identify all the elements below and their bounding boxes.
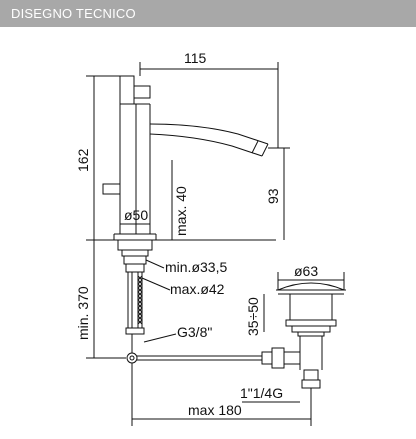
technical-drawing: 115 162 93 max. 40 ø50 min.ø33,5 max.ø42… <box>75 50 346 426</box>
pull-rod <box>126 334 262 372</box>
dim-spout-height: 93 <box>265 188 281 204</box>
section-header: DISEGNO TECNICO <box>0 0 416 27</box>
dim-body-height: 162 <box>75 148 91 172</box>
dim-waste-diameter: ø63 <box>294 263 318 279</box>
section-title: DISEGNO TECNICO <box>11 6 136 21</box>
spout <box>149 123 269 157</box>
dim-max-40: max. 40 <box>173 186 189 236</box>
dim-waste-thread: 1"1/4G <box>240 385 283 401</box>
dim-max-180: max 180 <box>188 402 242 418</box>
dim-spout-reach: 115 <box>184 50 207 66</box>
dim-min-370: min. 370 <box>75 286 91 340</box>
dim-hose-thread: G3/8" <box>177 324 212 340</box>
dim-waste-range: 35÷50 <box>245 297 261 336</box>
waste-assembly <box>261 282 346 389</box>
dim-min-hole: min.ø33,5 <box>165 259 227 275</box>
shank-assembly <box>117 239 153 335</box>
dim-body-diameter: ø50 <box>124 207 148 223</box>
dim-max-hole: max.ø42 <box>170 281 225 297</box>
faucet-body <box>86 75 276 241</box>
